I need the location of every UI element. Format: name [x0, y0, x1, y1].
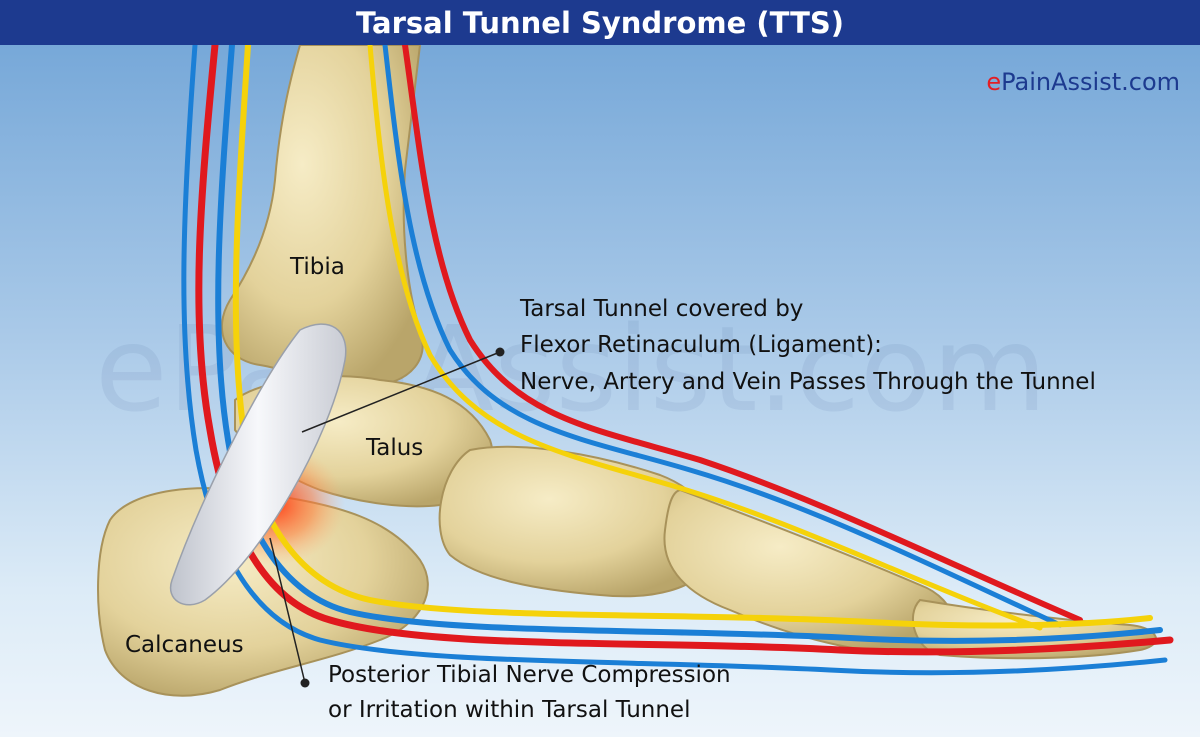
- artery-line: [402, 42, 1083, 623]
- midfoot-bones: [438, 445, 714, 598]
- nerve-leader-line: [269, 537, 306, 684]
- artery-line: [195, 41, 1174, 656]
- flexor-retinaculum-ligament: [169, 323, 347, 606]
- title-bar: Tarsal Tunnel Syndrome (TTS): [0, 0, 1200, 45]
- page-title: Tarsal Tunnel Syndrome (TTS): [355, 5, 845, 40]
- talus-label: Talus: [366, 435, 424, 461]
- tunnel-caption-line-1: Tarsal Tunnel covered by: [520, 296, 804, 322]
- tibia-label: Tibia: [290, 254, 345, 280]
- nerve-caption-line-2: or Irritation within Tarsal Tunnel: [328, 697, 691, 723]
- vein-line: [181, 42, 1168, 676]
- vein-line: [382, 42, 1063, 628]
- nerve-caption-line-1: Posterior Tibial Nerve Compression: [328, 662, 731, 688]
- tunnel-caption-line-2: Flexor Retinaculum (Ligament):: [520, 332, 882, 358]
- nerve-leader-dot: [300, 678, 310, 688]
- brand-prefix: e: [986, 68, 1002, 96]
- brand-name: PainAssist.com: [1001, 68, 1180, 96]
- nerve-line: [232, 42, 1153, 629]
- nerve-line: [367, 42, 1043, 631]
- tunnel-leader-dot: [495, 347, 505, 357]
- brand-logo: ePainAssist.com: [986, 68, 1180, 96]
- vein-line: [215, 42, 1163, 644]
- tunnel-leader-line: [301, 351, 501, 433]
- calcaneus-label: Calcaneus: [125, 632, 244, 658]
- tunnel-caption-line-3: Nerve, Artery and Vein Passes Through th…: [520, 369, 1096, 395]
